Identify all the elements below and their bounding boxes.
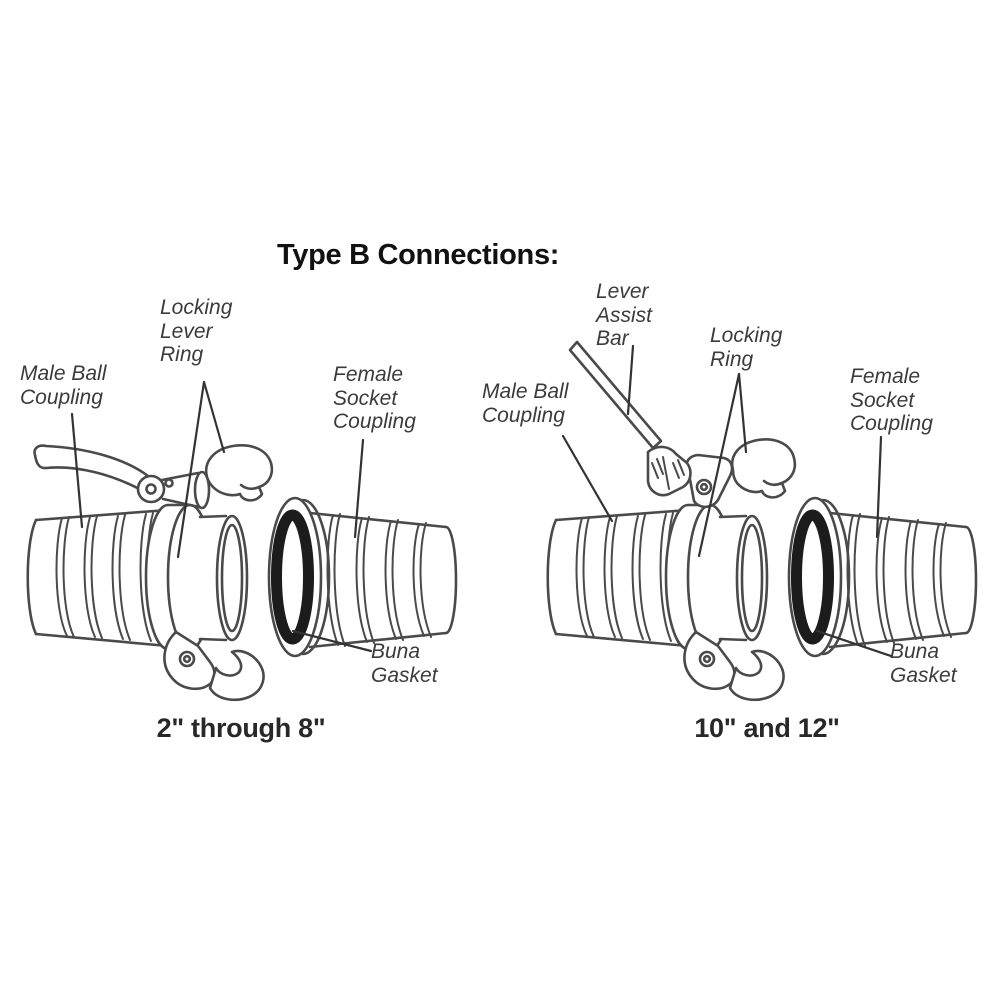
locking-ring-drawing: [685, 438, 797, 509]
label-female-socket-coupling-right: Female Socket Coupling: [850, 365, 933, 435]
caption-right-size-range: 10" and 12": [694, 713, 840, 743]
page-title: Type B Connections:: [277, 239, 560, 271]
caption-left-size-range: 2" through 8": [156, 713, 326, 743]
label-lever-assist-bar: Lever Assist Bar: [596, 280, 653, 350]
label-male-ball-coupling-left: Male Ball Coupling: [20, 362, 107, 409]
locking-lever-ring-drawing: [33, 444, 274, 510]
leader-lines: [70, 344, 893, 658]
label-buna-gasket-right: Buna Gasket: [890, 640, 957, 687]
label-locking-ring: Locking Ring: [710, 324, 783, 371]
left-diagram: [26, 444, 456, 702]
male-ball-coupling-drawing: [546, 503, 769, 651]
lever-assist-bar-drawing: [568, 340, 692, 497]
male-ball-coupling-drawing: [26, 503, 249, 651]
bottom-cam-hook-drawing: [683, 630, 785, 702]
label-female-socket-coupling-left: Female Socket Coupling: [333, 363, 416, 433]
female-socket-coupling-drawing: [789, 498, 976, 656]
right-diagram: [546, 340, 976, 702]
bottom-cam-hook-drawing: [163, 630, 265, 702]
label-male-ball-coupling-right: Male Ball Coupling: [482, 380, 569, 427]
label-locking-lever-ring: Locking Lever Ring: [160, 296, 233, 366]
label-buna-gasket-left: Buna Gasket: [371, 640, 438, 687]
